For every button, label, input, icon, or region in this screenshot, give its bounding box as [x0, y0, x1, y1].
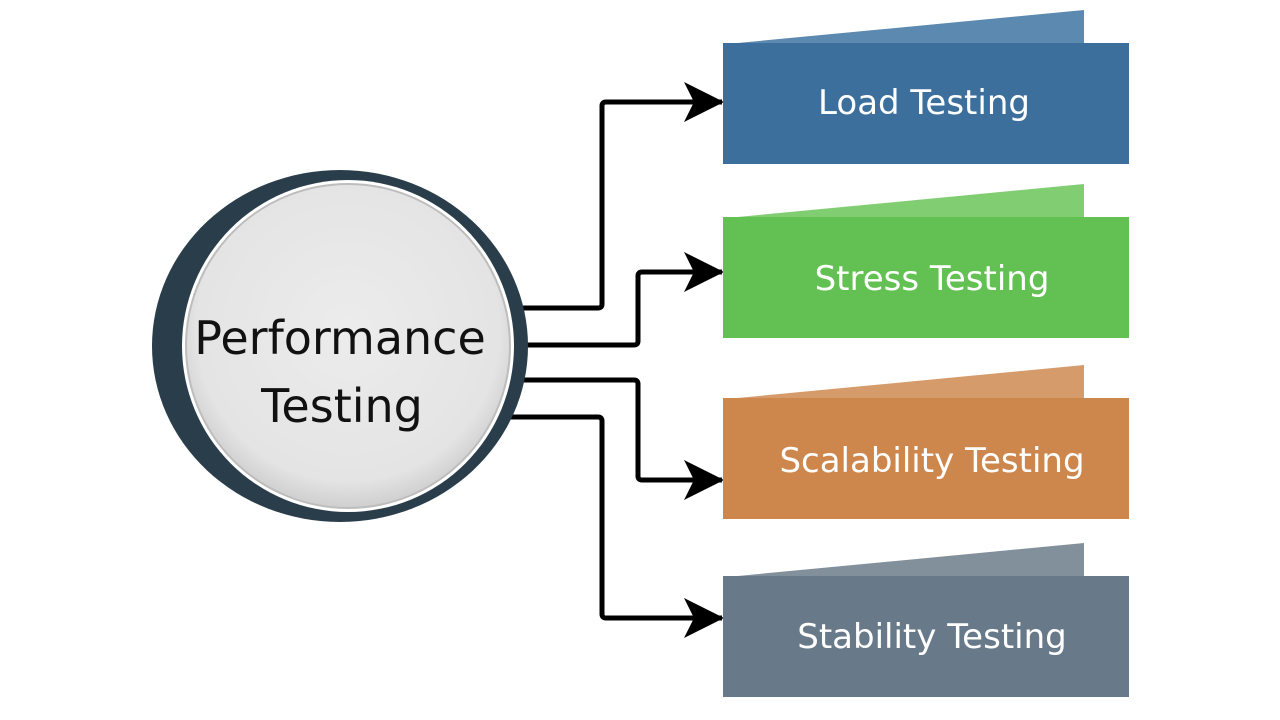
branch-stability-testing: Stability Testing [723, 543, 1129, 697]
stress-flap [727, 184, 1084, 218]
scalability-box [723, 398, 1129, 519]
stability-flap [727, 543, 1084, 577]
connectors [510, 82, 724, 638]
stability-label: Stability Testing [797, 617, 1066, 657]
branch-stress-testing: Stress Testing [723, 184, 1129, 338]
connector-stress [526, 252, 724, 348]
stability-box [723, 576, 1129, 697]
load-box [723, 43, 1129, 164]
connector-scalability [522, 377, 724, 500]
center-label-line1: Performance [194, 311, 486, 365]
stress-box [723, 217, 1129, 338]
center-disc [185, 183, 511, 509]
branch-scalability-testing: Scalability Testing [723, 365, 1129, 519]
center-node: Performance Testing [152, 170, 528, 522]
stress-label: Stress Testing [815, 259, 1050, 299]
load-label: Load Testing [818, 83, 1030, 123]
connector-stability [510, 414, 724, 638]
scalability-flap [727, 365, 1084, 399]
center-label-line2: Testing [260, 379, 423, 433]
branch-load-testing: Load Testing [723, 10, 1129, 164]
scalability-label: Scalability Testing [779, 441, 1084, 481]
connector-load [522, 82, 724, 311]
load-flap [727, 10, 1084, 44]
